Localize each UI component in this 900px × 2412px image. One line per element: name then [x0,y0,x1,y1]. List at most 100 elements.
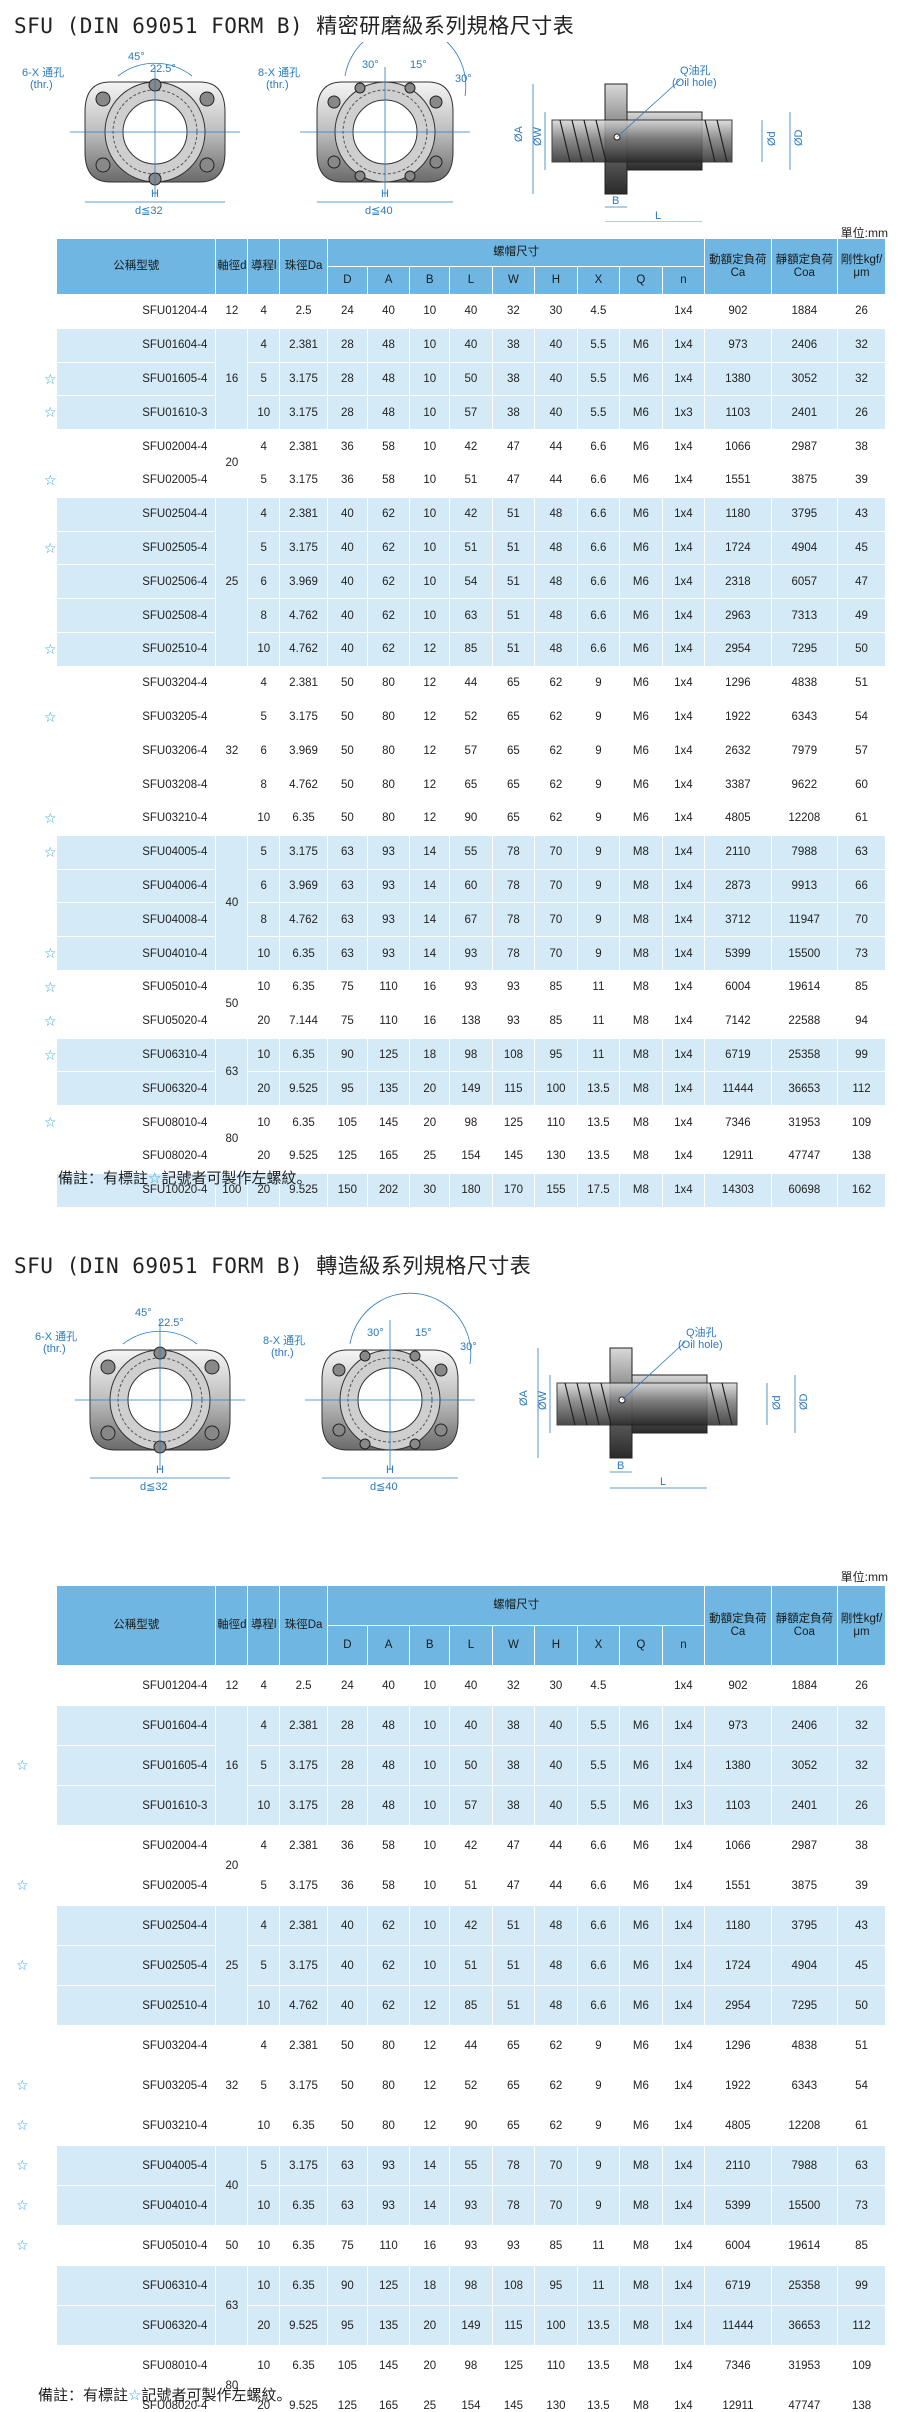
ca-cell: 2954 [704,1985,772,2026]
note-text-end: 記號者可製作左螺紋。 [141,2387,292,2404]
l-cell: 10 [247,2225,281,2266]
B-cell: 14 [409,868,451,904]
ca-cell: 902 [704,1665,772,1706]
ca-cell: 14303 [704,1172,772,1208]
da-cell: 2.381 [279,327,328,363]
coa-cell: 7979 [770,733,839,769]
rig-cell: 60 [837,767,886,802]
Q-cell: M8 [619,834,663,870]
H-cell: 85 [534,1003,578,1039]
Q-cell: M6 [619,462,663,498]
coa-cell: 7988 [770,834,839,870]
left-thread-star-icon: ☆ [44,539,57,556]
da-cell: 3.175 [279,1745,328,1786]
Q-cell [619,294,663,329]
col-n: n [661,1625,706,1666]
l-cell: 5 [247,2065,281,2106]
n-cell: 1x4 [661,1985,706,2026]
model-cell: SFU03204-4 [55,2025,217,2066]
l-cell: 4 [247,1905,281,1946]
D-cell: 50 [326,733,368,769]
l-cell: 5 [247,462,281,498]
X-cell: 5.5 [576,327,621,363]
section1-unit: 單位:mm [840,226,888,240]
left-thread-star-icon: ☆ [16,1957,29,1973]
l-cell: 20 [247,1138,281,1174]
H-cell: 48 [534,598,578,633]
Q-cell: M8 [619,1172,663,1208]
left-thread-star-icon: ☆ [44,471,57,488]
da-cell: 6.35 [279,800,328,836]
A-cell: 48 [366,361,411,397]
model-cell: SFU06310-4 [55,1037,217,1073]
X-cell: 13.5 [576,2385,621,2412]
W-cell: 51 [491,631,536,667]
rig-cell: 50 [837,1985,886,2026]
L-cell: 51 [449,530,493,566]
rig-cell: 63 [837,834,886,870]
ca-cell: 6719 [704,1037,772,1073]
rolled-spec-table: 公稱型號 軸徑d 導程l 珠徑Da 螺帽尺寸 動額定負荷Ca 靜額定負荷Coa … [55,1585,886,2412]
model-cell: SFU02504-4 [55,496,217,532]
model-cell: SFU10020-4 [55,1172,217,1208]
n-cell: 1x4 [661,936,706,971]
rig-cell: 85 [837,969,886,1005]
col-lead: 導程l [247,1585,281,1666]
l-cell: 10 [247,1785,281,1826]
col-nut: 螺帽尺寸 [326,238,706,267]
Q-cell: M6 [619,2065,663,2106]
col-rigidity: 剛性kgf/μm [837,1585,886,1666]
A-cell: 93 [366,2145,411,2186]
A-cell: 48 [366,1785,411,1826]
left-thread-star-icon: ☆ [44,843,57,860]
rig-cell: 61 [837,800,886,836]
Q-cell: M6 [619,1745,663,1786]
ca-cell: 11444 [704,1071,772,1107]
B-cell: 10 [409,1865,451,1906]
coa-cell: 3795 [770,496,839,532]
Q-cell: M6 [619,665,663,701]
svg-text:30°: 30° [460,1341,477,1353]
Q-cell: M8 [619,936,663,971]
da-cell: 9.525 [279,1071,328,1107]
D-cell: 63 [326,902,368,938]
W-cell: 125 [491,1105,536,1140]
W-cell: 47 [491,1865,536,1906]
n-cell: 1x4 [661,1071,706,1107]
ca-cell: 4805 [704,2105,772,2146]
col-Q: Q [619,266,663,295]
A-cell: 58 [366,1825,411,1866]
Q-cell: M6 [619,699,663,735]
A-cell: 58 [366,429,411,464]
note-text-end: 記號者可製作左螺紋。 [161,1170,312,1187]
B-cell: 10 [409,496,451,532]
W-cell: 78 [491,2185,536,2226]
X-cell: 9 [576,2065,621,2106]
model-cell: SFU02004-4 [55,1825,217,1866]
W-cell: 115 [491,1071,536,1107]
l-cell: 10 [247,969,281,1005]
Q-cell: M8 [619,1105,663,1140]
ca-cell: 6719 [704,2265,772,2306]
B-cell: 10 [409,1785,451,1826]
model-cell: SFU01604-4 [55,327,217,363]
l-cell: 6 [247,564,281,600]
col-B: B [409,266,451,295]
svg-text:6-X 通孔: 6-X 通孔 [35,1330,77,1343]
B-cell: 12 [409,665,451,701]
L-cell: 93 [449,2225,493,2266]
X-cell: 13.5 [576,1138,621,1174]
X-cell: 9 [576,800,621,836]
da-cell: 3.969 [279,564,328,600]
coa-cell: 3875 [770,1865,839,1906]
n-cell: 1x4 [661,564,706,600]
left-thread-star-icon: ☆ [16,1877,29,1893]
l-cell: 5 [247,361,281,397]
ca-cell: 1922 [704,699,772,735]
coa-cell: 4904 [770,1945,839,1986]
coa-cell: 22588 [770,1003,839,1039]
